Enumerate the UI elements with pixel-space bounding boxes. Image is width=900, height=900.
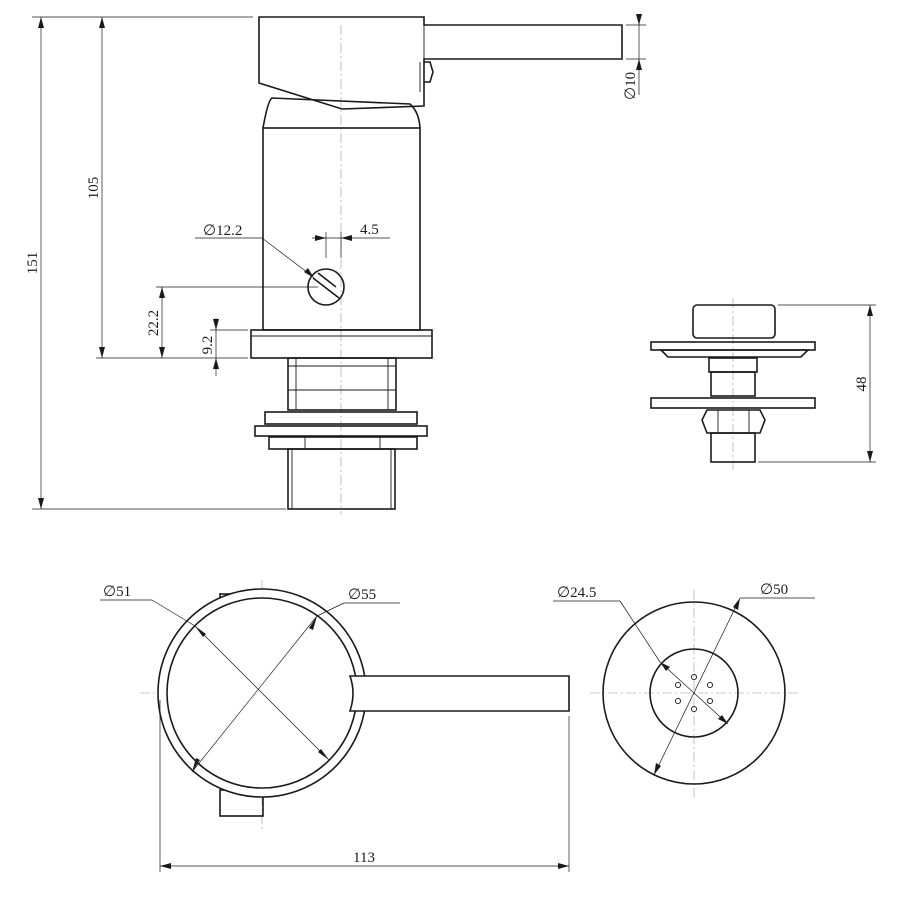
dim-overall-height: 151 xyxy=(25,252,41,275)
dim-cover-dia: ∅55 xyxy=(348,587,376,603)
neck xyxy=(287,357,397,411)
bolt-stem xyxy=(710,371,756,397)
dim-body-height: 105 xyxy=(86,177,102,200)
dim-outlet-height: 22.2 xyxy=(146,310,162,336)
bolt-washer-bottom xyxy=(650,397,816,409)
top-lever xyxy=(348,675,570,712)
dim-inner-dia: ∅24.5 xyxy=(557,585,596,601)
dim-base-dia: ∅50 xyxy=(760,582,788,598)
washer-lower xyxy=(254,425,428,437)
base-inner-circle xyxy=(649,648,739,738)
dim-handle-dia: ∅10 xyxy=(623,72,639,100)
top-view: ∅51 ∅55 113 xyxy=(100,580,570,872)
washer-upper xyxy=(264,411,418,425)
dim-body-dia: ∅51 xyxy=(103,584,131,600)
bolt-side-view: 48 xyxy=(650,298,876,470)
bolt-head xyxy=(692,304,776,339)
set-screw xyxy=(424,61,434,83)
bolt-thread xyxy=(710,432,756,463)
dim-outlet-offset: 4.5 xyxy=(360,222,379,238)
front-elevation-view: 151 105 22.2 9.2 ∅12.2 4.5 xyxy=(25,14,646,515)
dim-outlet-dia: ∅12.2 xyxy=(203,223,242,239)
dim-flange-height: 9.2 xyxy=(200,336,216,355)
base-view: ∅24.5 ∅50 xyxy=(553,582,815,800)
dim-bolt-height: 48 xyxy=(854,377,870,392)
body-cylinder xyxy=(262,127,421,331)
spray-holes xyxy=(674,673,714,713)
dim-overall-width: 113 xyxy=(353,850,375,866)
threaded-shank xyxy=(287,448,396,510)
body-flange xyxy=(250,329,433,359)
nut-plate xyxy=(268,436,418,450)
handle-lever xyxy=(258,16,623,110)
body-dome xyxy=(262,97,421,129)
base-outer-circle xyxy=(602,601,786,785)
hex-nut xyxy=(701,409,766,434)
